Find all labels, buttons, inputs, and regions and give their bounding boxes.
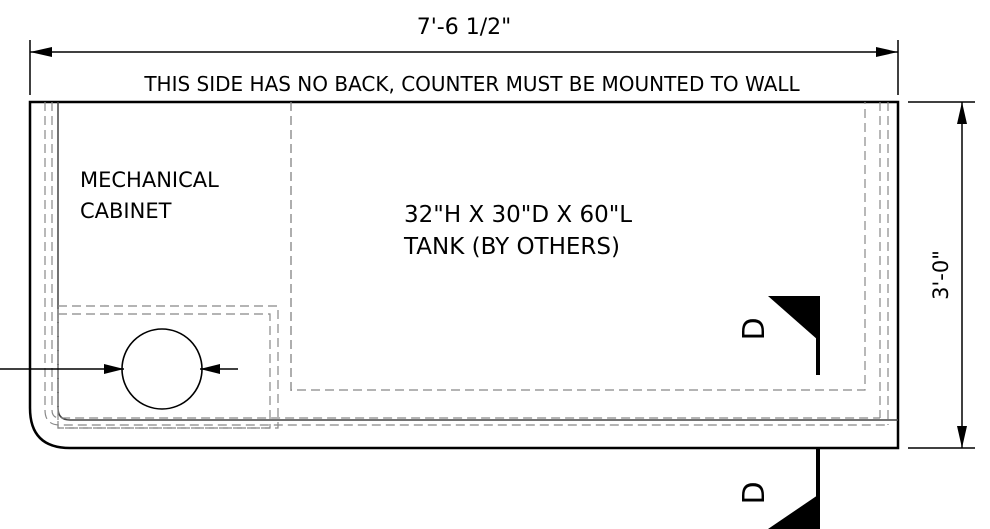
tank-outline-hidden xyxy=(290,102,866,391)
tank-label-line1: 32"H X 30"D X 60"L xyxy=(404,202,632,228)
hidden-line-front-outer xyxy=(44,409,888,426)
counter-outline xyxy=(28,100,900,450)
section-marker-upper xyxy=(768,296,820,375)
section-letter-lower: D xyxy=(737,481,772,504)
drain-circle xyxy=(121,328,203,410)
section-marker-lower xyxy=(768,448,820,529)
overall-width-dimension xyxy=(29,40,899,95)
drain-arrowhead-left xyxy=(104,364,124,374)
section-flag-upper xyxy=(768,296,818,340)
hidden-line-front-inner xyxy=(51,409,880,419)
back-side-note: THIS SIDE HAS NO BACK, COUNTER MUST BE M… xyxy=(143,72,800,96)
tank-label-line2: TANK (BY OTHERS) xyxy=(403,234,620,260)
overall-depth-dimension xyxy=(908,101,975,449)
depth-arrowhead-bottom xyxy=(957,426,967,448)
section-letter-upper: D xyxy=(737,317,772,340)
dimension-arrowhead-right xyxy=(876,47,898,57)
cabinet-box-inner-hidden xyxy=(57,313,271,429)
section-flag-lower xyxy=(768,495,818,529)
cabinet-label-line2: CABINET xyxy=(80,199,172,223)
depth-arrowhead-top xyxy=(957,102,967,124)
cabinet-label-line1: MECHANICAL xyxy=(80,168,219,192)
dimension-arrowhead-left xyxy=(30,47,52,57)
overall-depth-label: 3'-0" xyxy=(929,250,953,300)
overall-width-label: 7'-6 1/2" xyxy=(417,15,512,40)
cabinet-box-outer-hidden xyxy=(57,305,279,429)
drain-arrowhead-right xyxy=(200,364,220,374)
counter-inner-edge xyxy=(57,102,898,421)
